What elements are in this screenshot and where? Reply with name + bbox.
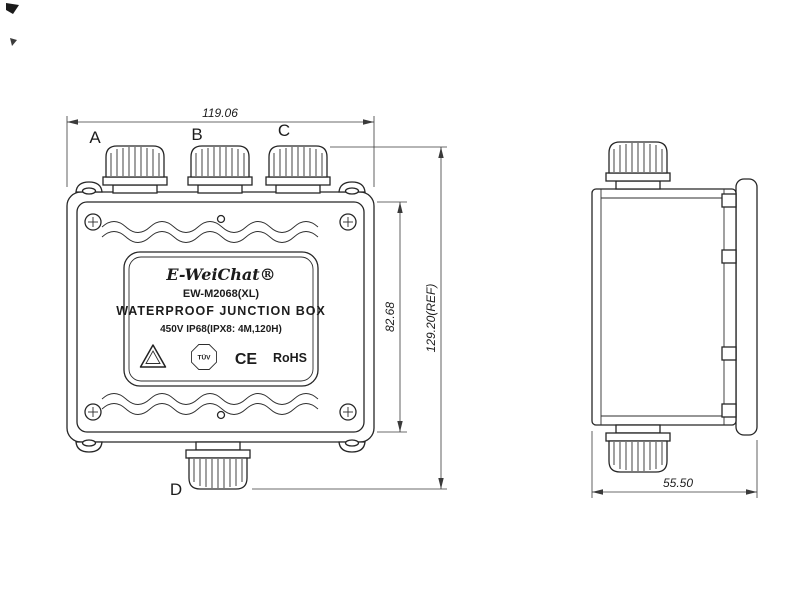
dim-total-height-text: 129.20(REF) [424,284,438,353]
ce-mark-text: CE [235,351,258,368]
front-view: A B C D E-WeiChat® EW-M2068(XL) WATERPRO… [66,106,447,499]
mounting-slot [81,187,97,195]
mounting-slot [81,439,97,447]
mounting-slot [344,439,360,447]
scan-artifact-2 [10,38,17,46]
dimension-depth: 55.50 [591,431,758,498]
label-plate-border [123,251,319,387]
center-hole [216,410,226,420]
lid-clip [721,346,737,361]
side-view: 55.50 [591,141,758,498]
lid-clip [721,249,737,264]
screw [84,403,102,421]
tuv-icon: TÜV [191,344,217,370]
label-plate-inner-border [128,256,314,382]
enclosure-inner-outline [76,201,365,433]
center-hole [216,214,226,224]
side-outline [591,188,737,426]
dim-depth-text: 55.50 [663,476,693,490]
tuv-text: TÜV [198,353,212,362]
mounting-ears [75,181,366,453]
model-text: EW-M2068(XL) [183,288,260,300]
corner-screws [84,213,357,421]
enclosure-front-body [66,181,375,453]
screw [84,213,102,231]
port-label-b: B [191,125,202,144]
product-text: WATERPROOF JUNCTION BOX [116,304,326,318]
dimension-total-height: 129.20(REF) [252,146,447,490]
dimension-inner-height: 82.68 [377,201,407,433]
lid-clip [721,193,737,208]
brand-text: E-WeiChat® [165,265,275,284]
cable-gland-b [187,145,253,194]
dim-inner-height-text: 82.68 [383,302,397,332]
mounting-flange [735,178,758,436]
port-label-a: A [89,128,101,147]
port-label-d: D [170,480,182,499]
dimension-width: 119.06 [66,106,375,187]
recycle-icon [139,344,167,368]
certification-marks: TÜV CE RoHS [139,344,307,370]
screw [339,403,357,421]
cable-gland-side-bottom [605,424,671,473]
label-plate: E-WeiChat® EW-M2068(XL) WATERPROOF JUNCT… [116,251,326,387]
rating-text: 450V IP68(IPX8: 4M,120H) [160,324,282,335]
gasket-seal-waves [101,221,319,415]
mounting-slot [344,187,360,195]
lid-clip [721,403,737,418]
cable-gland-d [185,441,251,490]
screw [339,213,357,231]
rohs-mark-text: RoHS [273,351,307,365]
scan-artifact-1 [6,3,19,14]
dim-width-text: 119.06 [202,106,238,120]
port-label-c: C [278,121,290,140]
cable-gland-c [265,145,331,194]
enclosure-side-body [591,178,758,436]
cable-gland-a [102,145,168,194]
cable-gland-side-top [605,141,671,190]
